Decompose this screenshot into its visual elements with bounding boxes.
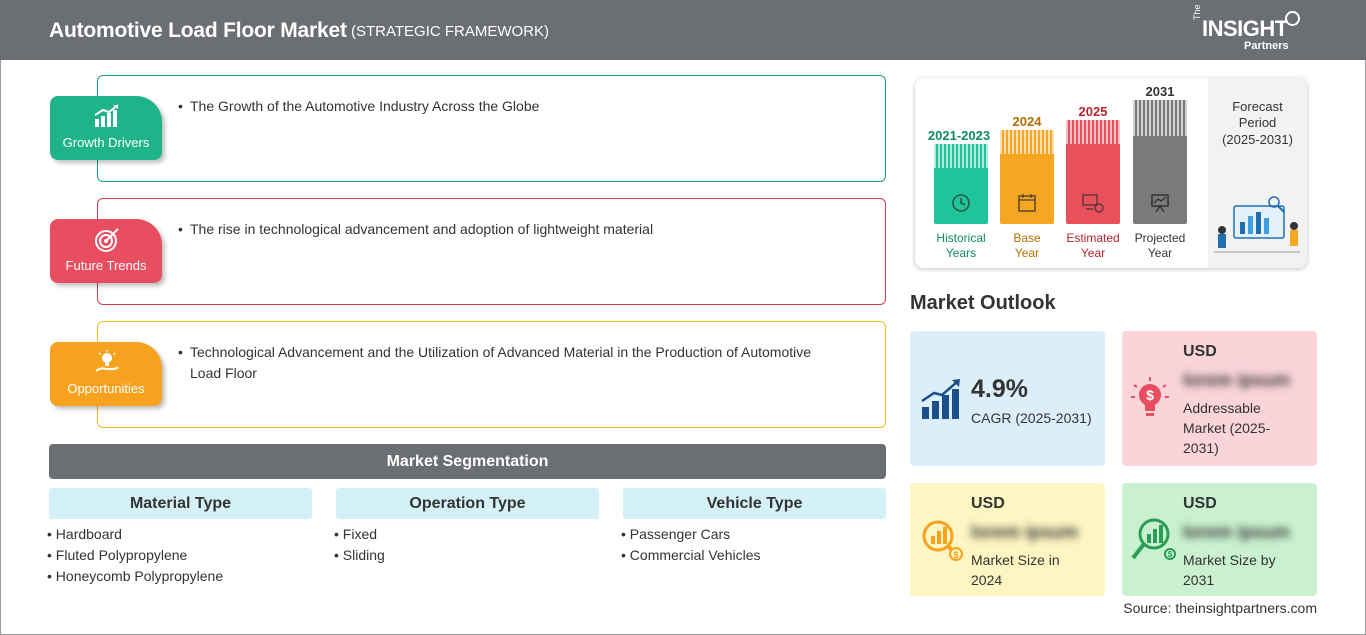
- segment-list-operation-type: Fixed Sliding: [334, 524, 385, 566]
- magnifier-chart-icon: $: [922, 520, 963, 561]
- timeline-bar-historical: [934, 144, 988, 224]
- addressable-usd: USD: [1183, 343, 1217, 360]
- year-label-historical: 2021-2023: [927, 128, 991, 143]
- growth-drivers-label: Growth Drivers: [62, 135, 150, 150]
- timeline-bar-estimated: [1066, 120, 1120, 224]
- timeline-bar-base: [1000, 130, 1054, 224]
- segment-header-material-type: Material Type: [49, 488, 312, 519]
- addressable-value: lorem ipsum: [1183, 370, 1291, 390]
- header-bar: Automotive Load Floor Market (STRATEGIC …: [0, 0, 1366, 60]
- history-icon: [952, 194, 970, 212]
- size-2031-desc: Market Size by 2031: [1183, 550, 1276, 590]
- source-credit: Source: theinsightpartners.com: [1123, 600, 1317, 616]
- segment-list-vehicle-type: Passenger Cars Commercial Vehicles: [621, 524, 761, 566]
- forecast-period-panel: Forecast Period (2025-2031): [1208, 78, 1307, 268]
- growth-bars-icon: [921, 379, 960, 419]
- page-subtitle: (STRATEGIC FRAMEWORK): [351, 23, 550, 40]
- svg-text:$: $: [953, 550, 958, 560]
- segment-header-vehicle-type: Vehicle Type: [623, 488, 886, 519]
- bar-label-line: Year: [1080, 246, 1106, 260]
- forecast-period-range: (2025-2031): [1222, 132, 1293, 147]
- opportunities-label: Opportunities: [67, 381, 145, 396]
- opportunities-text: Technological Advancement and the Utiliz…: [178, 342, 830, 384]
- logo-insight: INSIGHT: [1202, 16, 1288, 41]
- logo-ring-icon: [1285, 11, 1300, 26]
- segment-header-operation-type: Operation Type: [336, 488, 599, 519]
- addressable-desc: Addressable Market (2025- 2031): [1183, 398, 1270, 458]
- forecast-title-line: Period: [1238, 115, 1277, 130]
- year-label-estimated: 2025: [1078, 104, 1108, 119]
- size-2024-value: lorem ipsum: [971, 522, 1079, 542]
- size-2024-usd: USD: [971, 495, 1005, 512]
- bar-label-line: Historical: [936, 231, 986, 245]
- segment-item: Honeycomb Polypropylene: [47, 566, 223, 587]
- segment-item: Hardboard: [47, 524, 223, 545]
- bar-label-base: Base Year: [992, 231, 1062, 261]
- desc-line: 2031: [1183, 572, 1215, 588]
- bar-label-line: Base: [1013, 231, 1041, 245]
- size-2024-desc: Market Size in 2024: [971, 550, 1060, 590]
- future-trends-box: The rise in technological advancement an…: [97, 198, 886, 305]
- market-segmentation-bar: Market Segmentation: [49, 444, 886, 479]
- cagr-card: 4.9% CAGR (2025-2031): [910, 331, 1105, 466]
- market-size-2024-card: $ USD lorem ipsum Market Size in 2024: [910, 483, 1105, 596]
- presentation-icon: [1151, 194, 1169, 213]
- cagr-value: 4.9%: [971, 375, 1028, 403]
- bar-label-line: Estimated: [1066, 231, 1120, 245]
- market-outlook-title: Market Outlook: [910, 292, 1056, 314]
- estimate-icon: [1082, 194, 1104, 213]
- market-size-2031-card: $ USD lorem ipsum Market Size by 2031: [1122, 483, 1317, 596]
- segment-item: Fixed: [334, 524, 385, 545]
- future-trends-label: Future Trends: [65, 258, 147, 273]
- logo-partners: Partners: [1244, 40, 1289, 52]
- magnifier-growth-icon: $: [1131, 518, 1176, 560]
- desc-line: 2031): [1183, 440, 1219, 456]
- addressable-market-card: $ USD lorem ipsum Addressable Market (20…: [1122, 331, 1317, 466]
- desc-line: 2024: [971, 572, 1003, 588]
- forecast-timeline-card: 2021-2023 Historical Years 2024 Base Yea…: [915, 78, 1307, 268]
- dollar-bulb-icon: $: [1131, 377, 1169, 416]
- page-title: Automotive Load Floor Market: [49, 19, 347, 42]
- growth-drivers-badge: Growth Drivers: [50, 96, 162, 160]
- logo-the: The: [1192, 4, 1202, 20]
- bar-label-line: Year: [1014, 246, 1040, 260]
- analytics-illustration-icon: [1214, 196, 1300, 253]
- bar-label-line: Projected: [1134, 231, 1186, 245]
- opportunities-badge: Opportunities: [50, 342, 162, 406]
- insight-partners-logo[interactable]: The INSIGHT Partners: [1190, 4, 1310, 54]
- desc-line: Addressable: [1183, 400, 1261, 416]
- desc-line: Market (2025-: [1183, 420, 1271, 436]
- future-trends-text: The rise in technological advancement an…: [178, 219, 830, 240]
- growth-drivers-box: The Growth of the Automotive Industry Ac…: [97, 75, 886, 182]
- segment-list-material-type: Hardboard Fluted Polypropylene Honeycomb…: [47, 524, 223, 587]
- segment-item: Sliding: [334, 545, 385, 566]
- future-trends-badge: Future Trends: [50, 219, 162, 283]
- bar-label-projected: Projected Year: [1125, 231, 1195, 261]
- size-2031-usd: USD: [1183, 495, 1217, 512]
- forecast-title-line: Forecast: [1232, 99, 1283, 114]
- segment-item: Passenger Cars: [621, 524, 761, 545]
- bar-label-historical: Historical Years: [926, 231, 996, 261]
- target-icon: [95, 228, 119, 252]
- svg-text:$: $: [1168, 550, 1173, 559]
- bar-label-estimated: Estimated Year: [1058, 231, 1128, 261]
- bar-label-line: Year: [1147, 246, 1173, 260]
- timeline-bar-projected: [1133, 100, 1187, 224]
- calendar-icon: [1018, 194, 1036, 212]
- svg-text:$: $: [1146, 387, 1154, 403]
- segment-item: Commercial Vehicles: [621, 545, 761, 566]
- desc-line: Market Size by: [1183, 552, 1276, 568]
- cagr-label: CAGR (2025-2031): [971, 410, 1092, 426]
- year-label-projected: 2031: [1145, 84, 1175, 99]
- desc-line: Market Size in: [971, 552, 1060, 568]
- size-2031-value: lorem ipsum: [1183, 522, 1291, 542]
- year-label-base: 2024: [1012, 114, 1042, 129]
- segment-item: Fluted Polypropylene: [47, 545, 223, 566]
- growth-chart-icon: [94, 104, 119, 127]
- forecast-period-title: Forecast Period: [1208, 99, 1307, 131]
- growth-drivers-text: The Growth of the Automotive Industry Ac…: [178, 96, 830, 117]
- lightbulb-hand-icon: [95, 350, 119, 372]
- bar-label-line: Years: [945, 246, 977, 260]
- opportunities-box: Technological Advancement and the Utiliz…: [97, 321, 886, 428]
